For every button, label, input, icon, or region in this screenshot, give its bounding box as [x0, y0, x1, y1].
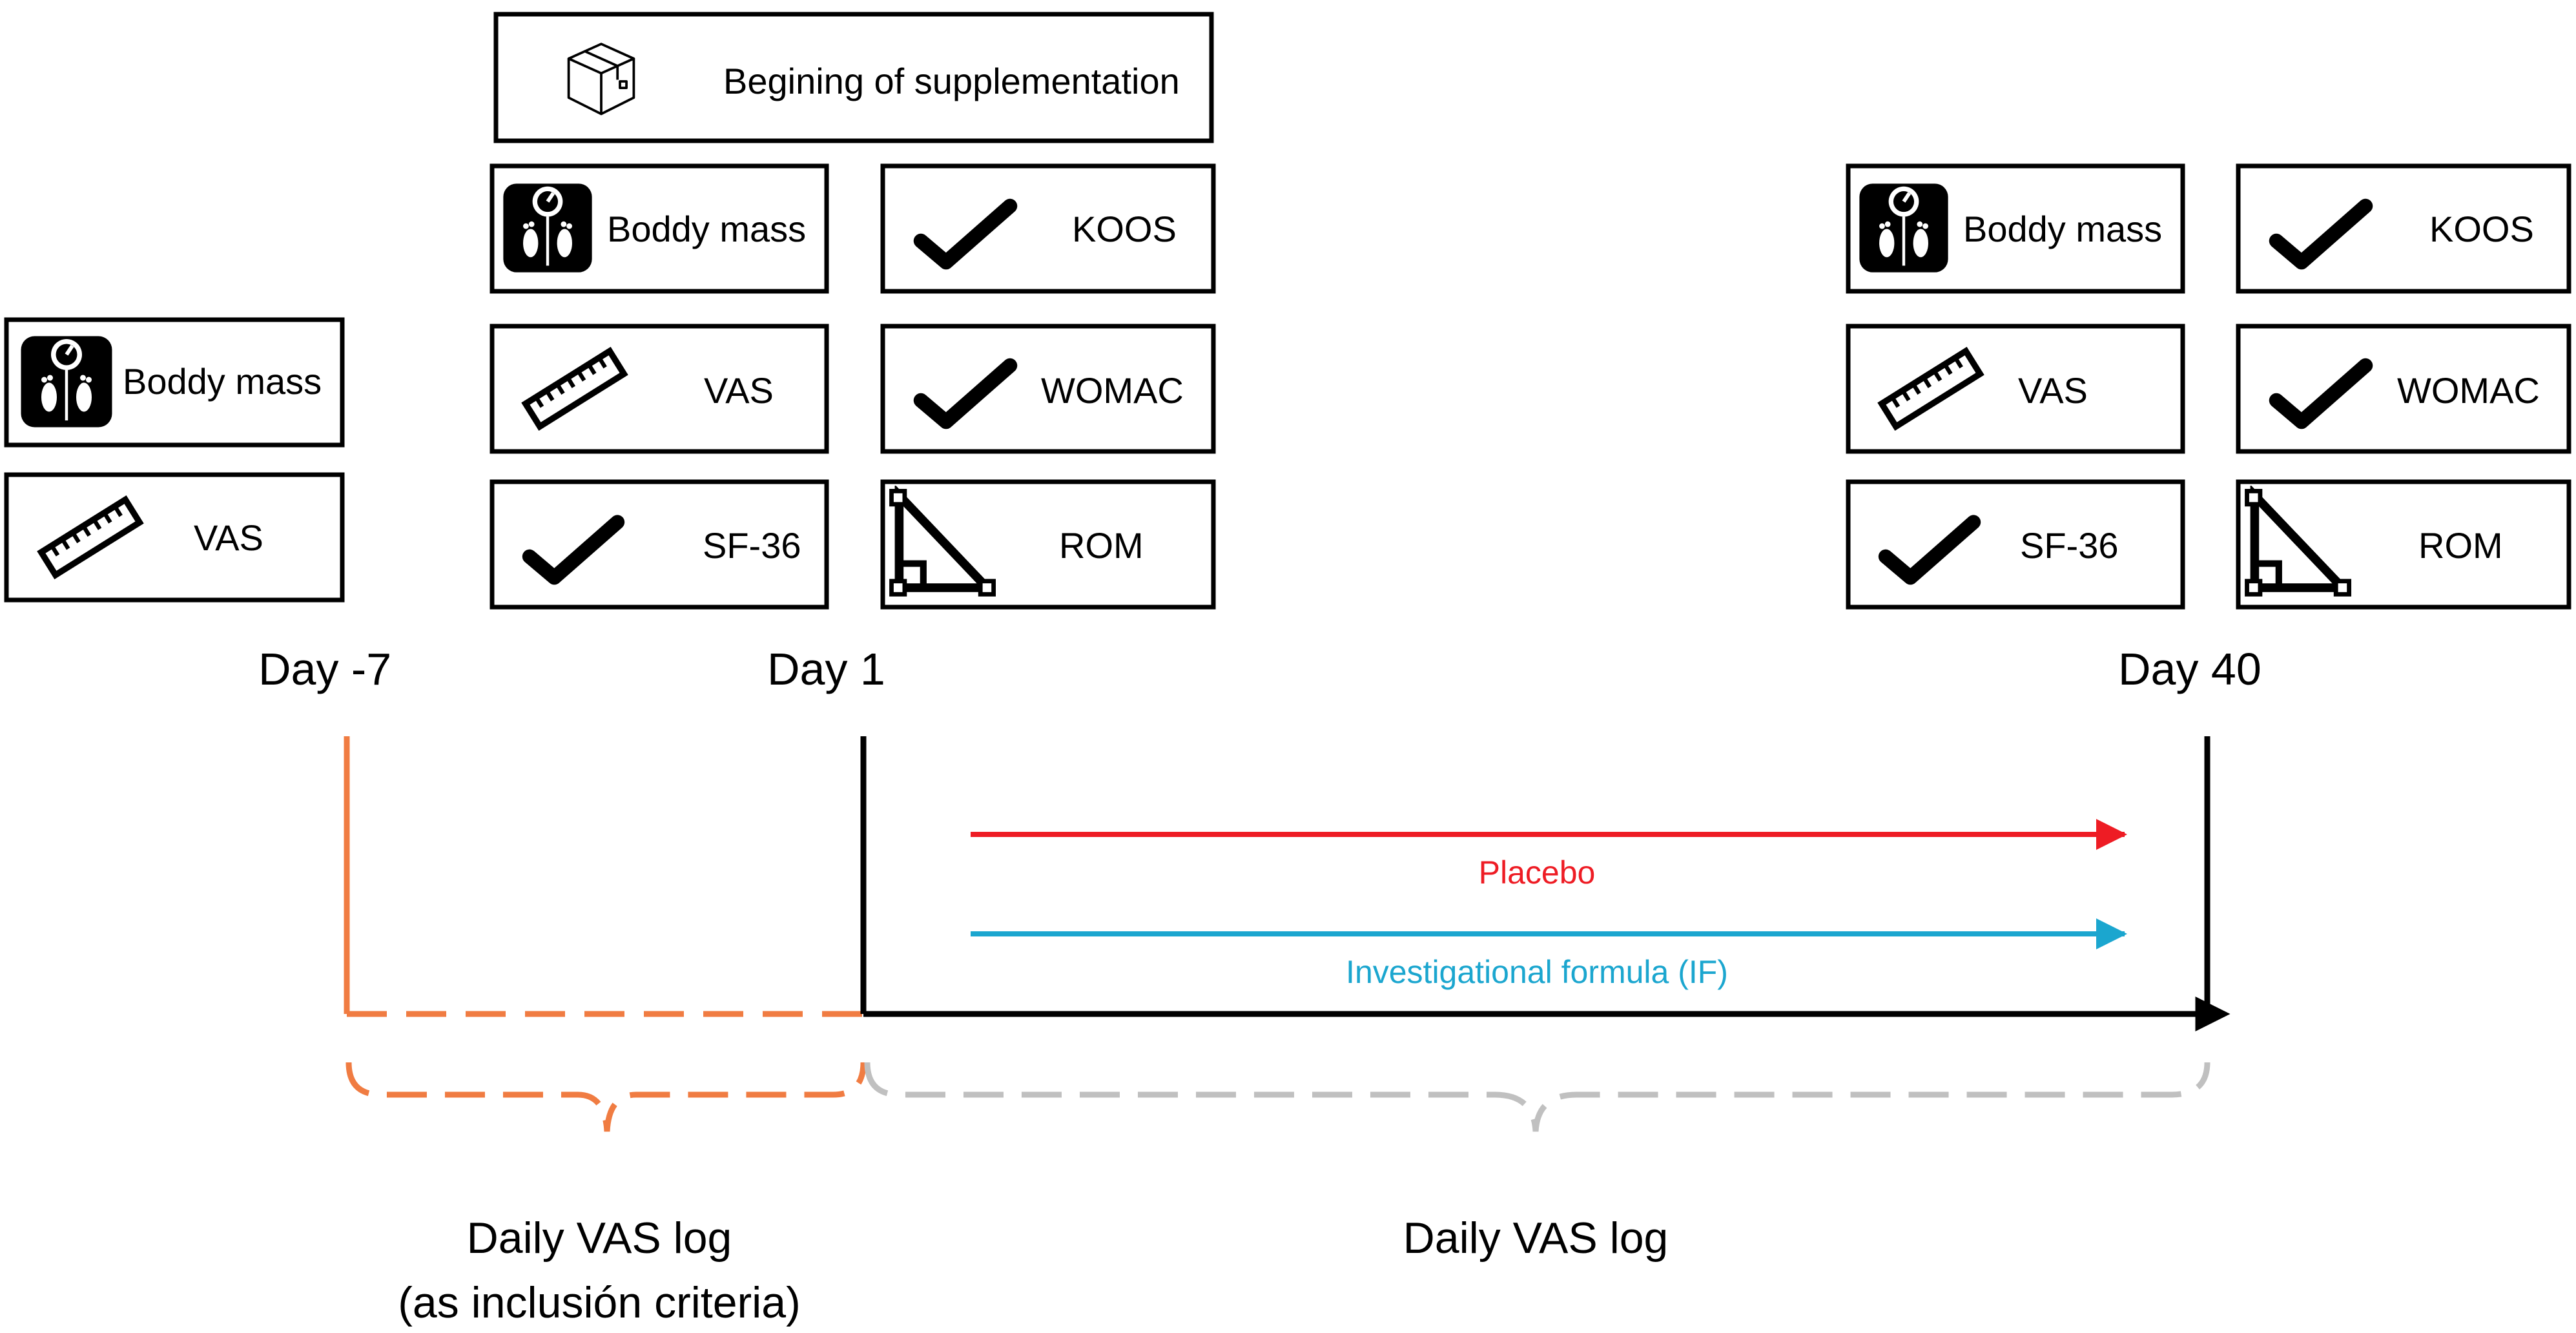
- day-minus-7-box-1: Boddy mass: [4, 317, 345, 448]
- day-minus-7-box-2: VAS: [4, 472, 345, 603]
- day-1-box-sf36: SF-36: [489, 479, 829, 610]
- day-40-boxes: Boddy mass KOOS VAS WOMAC SF-36 ROM: [1846, 163, 2571, 610]
- day-1-box-vas: VAS: [489, 324, 829, 454]
- screening-brace: [345, 1062, 867, 1132]
- day-40-box-sf36: SF-36: [1846, 479, 2185, 610]
- scale-icon: [503, 183, 592, 272]
- box-label: VAS: [704, 370, 774, 411]
- screening-log-sublabel: (as inclusión criteria): [398, 1278, 801, 1327]
- treatment-brace: [864, 1062, 2210, 1132]
- supplementation-box: Begining of supplementation: [493, 12, 1214, 143]
- day-label-minus-7: Day -7: [258, 644, 391, 694]
- supplementation-label: Begining of supplementation: [723, 61, 1180, 101]
- box-label: VAS: [2018, 370, 2088, 411]
- box-label: WOMAC: [2397, 370, 2540, 411]
- day-40-box-vas: VAS: [1846, 324, 2185, 454]
- screening-log-label: Daily VAS log: [467, 1214, 732, 1263]
- day-1-box-boddy-mass: Boddy mass: [489, 163, 829, 294]
- day-minus-7-boxes: Boddy mass VAS: [4, 317, 345, 603]
- box-label: Boddy mass: [607, 209, 806, 249]
- day-40-box-koos: KOOS: [2236, 163, 2571, 294]
- day-label-1: Day 1: [767, 644, 885, 694]
- box-label: KOOS: [1072, 209, 1177, 249]
- box-label: Boddy mass: [123, 361, 322, 402]
- box-label: SF-36: [2020, 525, 2119, 566]
- day-40-box-boddy-mass: Boddy mass: [1846, 163, 2185, 294]
- day-1-boxes: Boddy mass KOOS VAS WOMAC SF-36 ROM: [489, 163, 1216, 610]
- day-1-box-womac: WOMAC: [880, 324, 1216, 454]
- scale-icon: [21, 336, 112, 428]
- box-label: SF-36: [703, 525, 801, 566]
- scale-icon: [1859, 183, 1948, 272]
- box-label: VAS: [194, 517, 263, 558]
- box-label: WOMAC: [1041, 370, 1184, 411]
- treatment-log-label: Daily VAS log: [1403, 1214, 1669, 1263]
- day-1-box-rom: ROM: [880, 479, 1216, 610]
- investigational-formula-label: Investigational formula (IF): [1346, 954, 1728, 990]
- box-label: KOOS: [2429, 209, 2534, 249]
- box-label: Boddy mass: [1963, 209, 2162, 249]
- placebo-label: Placebo: [1479, 854, 1596, 891]
- box-label: ROM: [2418, 525, 2503, 566]
- box-label: ROM: [1059, 525, 1144, 566]
- day-40-box-rom: ROM: [2236, 479, 2571, 610]
- day-1-box-koos: KOOS: [880, 163, 1216, 294]
- day-40-box-womac: WOMAC: [2236, 324, 2571, 454]
- day-label-40: Day 40: [2118, 644, 2262, 694]
